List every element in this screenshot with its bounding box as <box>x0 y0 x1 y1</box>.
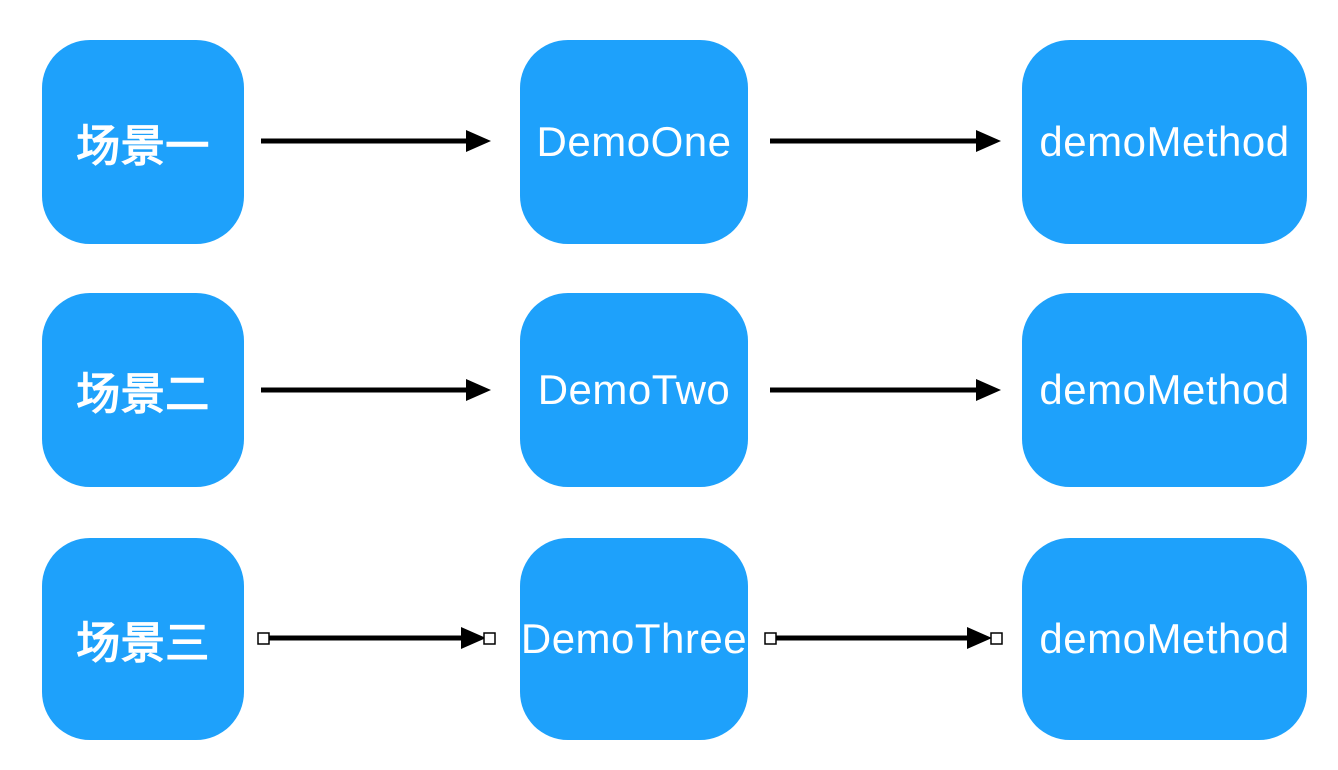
node-class-demothree[interactable]: DemoThree <box>520 538 748 740</box>
node-label: 场景三 <box>76 619 210 668</box>
selection-handle[interactable] <box>764 632 777 645</box>
arrowhead-icon <box>976 379 1001 401</box>
connector-arrow-demothree-demomethod[interactable] <box>764 627 1003 649</box>
selection-handle[interactable] <box>257 632 270 645</box>
connector-arrow-demotwo-demomethod[interactable] <box>770 379 1001 401</box>
node-scene-1[interactable]: 场景一 <box>42 40 244 244</box>
node-label: 场景一 <box>76 122 210 171</box>
node-label: DemoTwo <box>537 366 731 413</box>
arrowhead-icon <box>466 379 491 401</box>
node-class-demotwo[interactable]: DemoTwo <box>520 293 748 487</box>
node-scene-2[interactable]: 场景二 <box>42 293 244 487</box>
arrowhead-icon <box>967 627 992 649</box>
node-label: DemoOne <box>536 118 732 165</box>
node-label: DemoThree <box>520 615 748 662</box>
node-method-row1[interactable]: demoMethod <box>1022 40 1307 244</box>
node-class-demoone[interactable]: DemoOne <box>520 40 748 244</box>
arrowhead-icon <box>976 130 1001 152</box>
node-label: demoMethod <box>1039 366 1290 413</box>
selection-handle[interactable] <box>483 632 496 645</box>
connector-arrow-scene2-demotwo[interactable] <box>261 379 491 401</box>
arrowhead-icon <box>461 627 486 649</box>
connector-arrow-demoone-demomethod[interactable] <box>770 130 1001 152</box>
connector-arrow-scene3-demothree[interactable] <box>257 627 496 649</box>
node-method-row3[interactable]: demoMethod <box>1022 538 1307 740</box>
node-label: demoMethod <box>1039 615 1290 662</box>
selection-handle[interactable] <box>990 632 1003 645</box>
node-scene-3[interactable]: 场景三 <box>42 538 244 740</box>
node-method-row2[interactable]: demoMethod <box>1022 293 1307 487</box>
arrowhead-icon <box>466 130 491 152</box>
connector-arrow-scene1-demoone[interactable] <box>261 130 491 152</box>
node-label: 场景二 <box>76 370 210 419</box>
node-label: demoMethod <box>1039 118 1290 165</box>
